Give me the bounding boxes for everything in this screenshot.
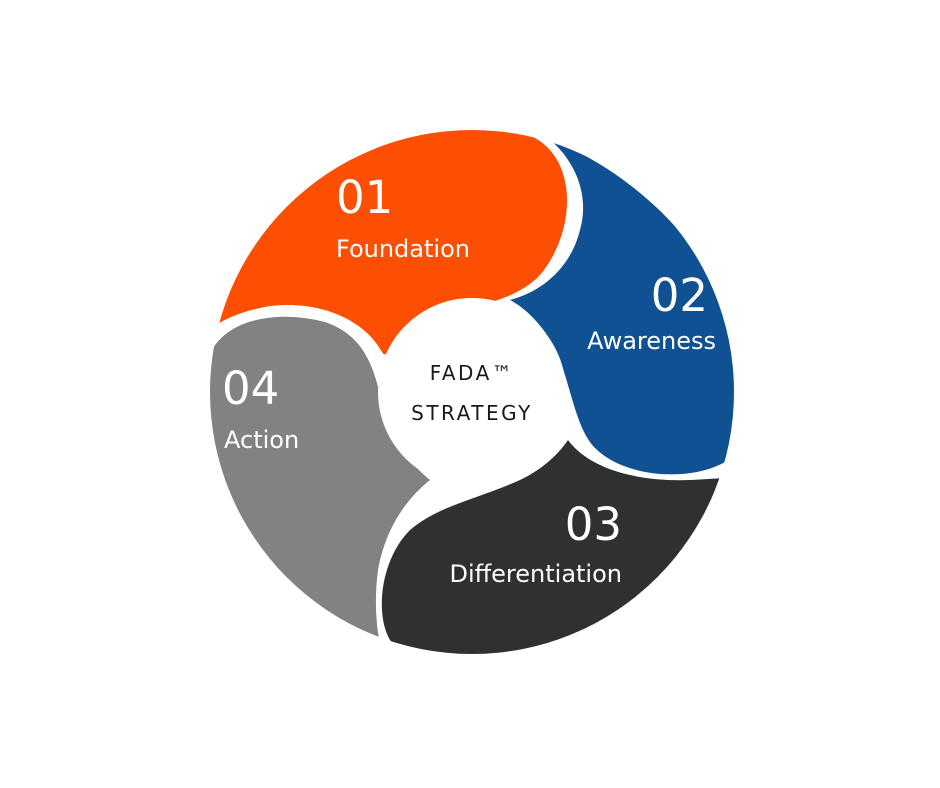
segment-awareness-number: 02 bbox=[651, 269, 708, 322]
center-title-line2: STRATEGY bbox=[411, 401, 533, 425]
center-circle bbox=[378, 298, 566, 486]
segment-awareness bbox=[510, 138, 734, 475]
segment-differentiation bbox=[381, 440, 728, 654]
center-title-line1: FADA™ bbox=[430, 361, 515, 385]
segment-differentiation-number: 03 bbox=[565, 498, 622, 551]
segment-foundation-number: 01 bbox=[336, 171, 393, 224]
segment-action-label: Action bbox=[224, 426, 299, 454]
segment-action-number: 04 bbox=[222, 362, 279, 415]
segment-foundation bbox=[210, 130, 568, 355]
segment-awareness-label: Awareness bbox=[587, 327, 716, 355]
segment-differentiation-label: Differentiation bbox=[449, 560, 622, 588]
segment-foundation-label: Foundation bbox=[336, 235, 470, 263]
